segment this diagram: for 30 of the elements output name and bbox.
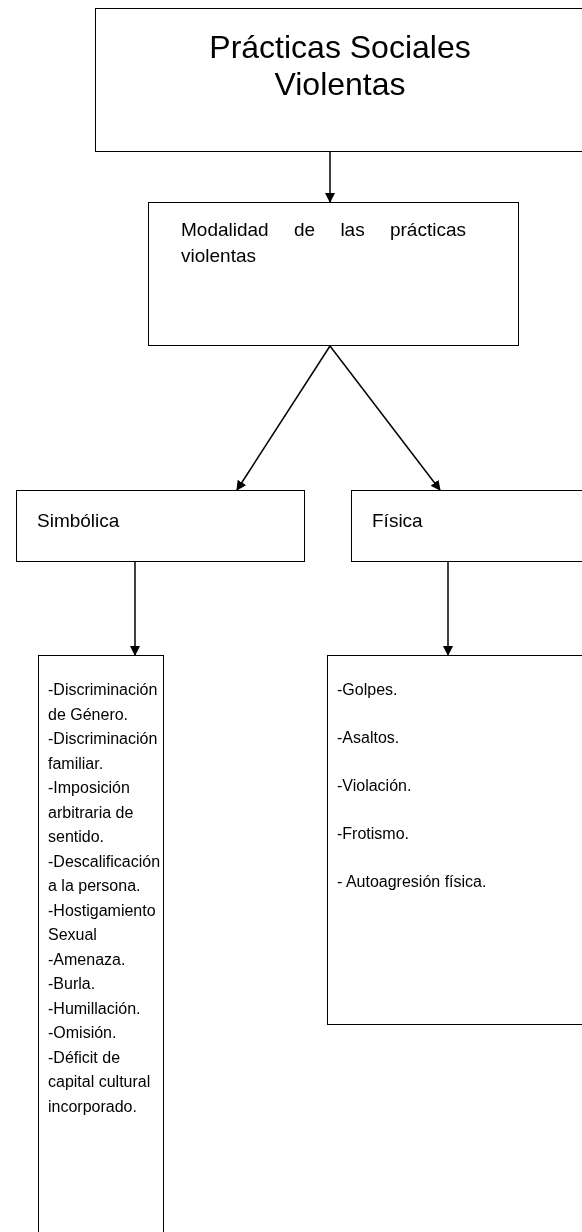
list-item: -Violación. — [337, 776, 413, 796]
list-item: -Discriminación familiar. — [48, 729, 159, 774]
list-item: -Amenaza. — [48, 949, 127, 970]
list-item: -Asaltos. — [337, 728, 401, 748]
arrow — [329, 345, 441, 491]
arrow — [236, 345, 331, 491]
list-box — [327, 655, 582, 1025]
list-item: -Golpes. — [337, 680, 399, 700]
category-box — [16, 490, 305, 562]
category-label: Física — [372, 509, 424, 533]
category-box — [351, 490, 582, 562]
box-text: Modalidad de las prácticas violentas — [181, 218, 466, 268]
list-item: -Descalificación a la persona. — [48, 851, 161, 896]
list-item: -Humillación. — [48, 998, 142, 1019]
category-label: Simbólica — [37, 509, 121, 533]
list-item: -Frotismo. — [337, 824, 410, 844]
list-item: -Hostigamiento Sexual — [48, 900, 157, 945]
arrow — [325, 151, 335, 203]
arrow — [130, 561, 140, 656]
title-text: Prácticas Sociales Violentas — [208, 29, 472, 103]
arrow — [443, 561, 453, 656]
list-item: -Burla. — [48, 974, 97, 994]
process-box — [148, 202, 519, 346]
title-box — [95, 8, 582, 152]
list-item: - Autoagresión física. — [337, 872, 487, 892]
list-item: -Déficit de capital cultural incorporado. — [48, 1047, 152, 1117]
list-item: -Imposición arbitraria de sentido. — [48, 778, 135, 847]
list-item: -Omisión. — [48, 1023, 118, 1043]
list-box — [38, 655, 164, 1232]
list-item: -Discriminación de Género. — [48, 680, 159, 725]
